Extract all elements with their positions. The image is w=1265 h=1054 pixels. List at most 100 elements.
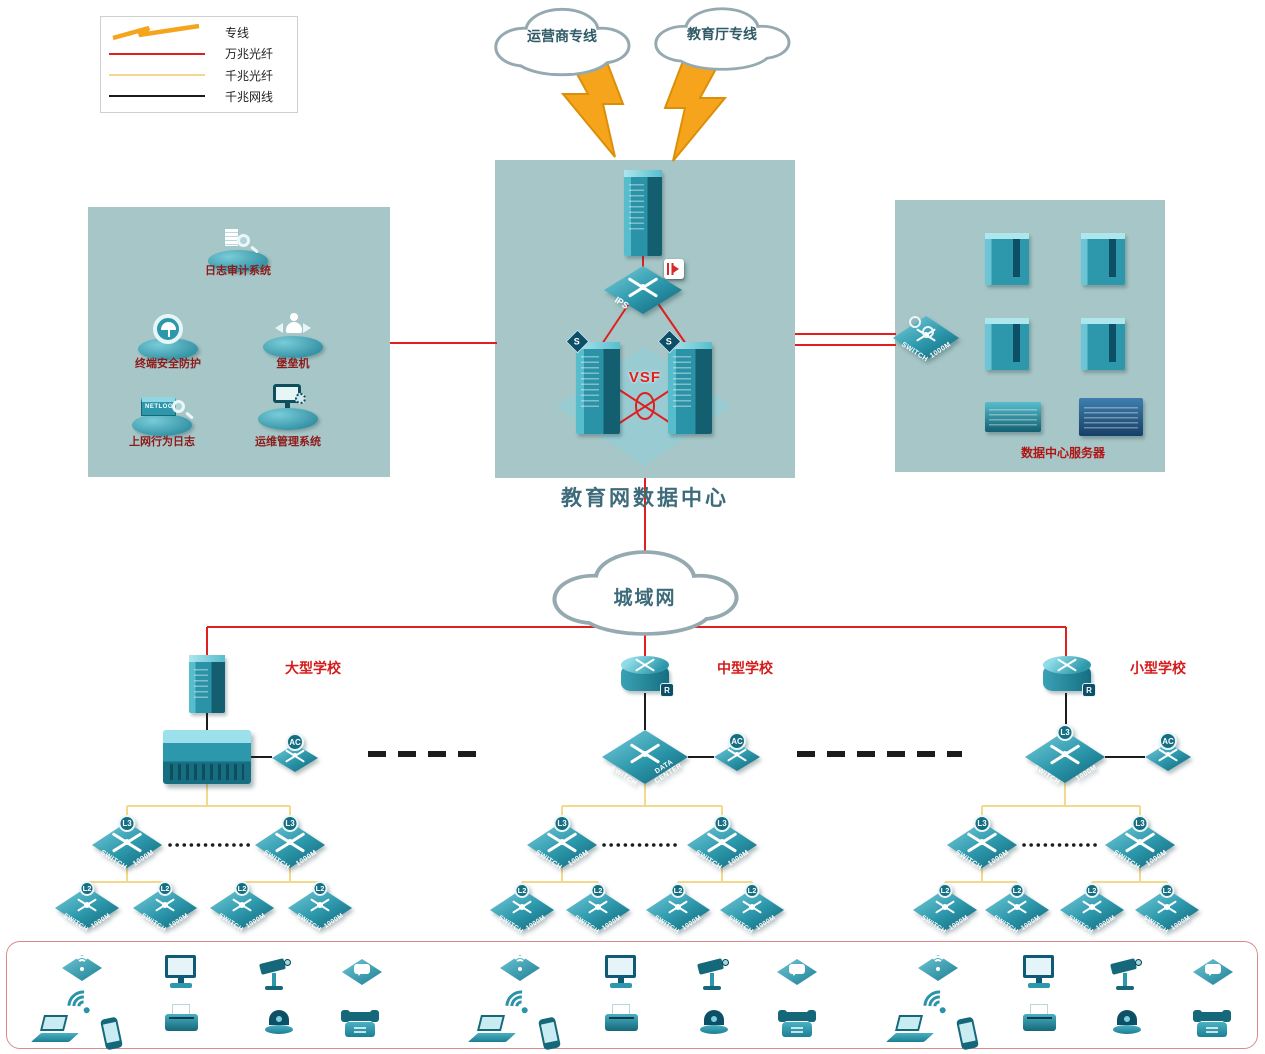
- l2-switch: L2 SWITCH 1000M: [55, 881, 119, 933]
- core-l3-switch: L3 SWITCH 1000M: [1025, 724, 1105, 786]
- legend: 专线 万兆光纤 千兆光纤 千兆网线: [100, 16, 298, 113]
- l2-switch: L2 SWITCH 1000M: [985, 883, 1049, 935]
- l2-switch: L2 SWITCH 1000M: [566, 883, 630, 935]
- switch-speed-label: 1000M: [947, 914, 970, 932]
- switch-speed-label: 1000M: [726, 849, 750, 868]
- l2-switch: L2 SWITCH 1000M: [913, 883, 977, 935]
- core-switch-data-center: SWITCH DATA CENTER: [602, 730, 688, 788]
- switch-label: SWITCH: [609, 765, 638, 788]
- datacenter-title: 教育网数据中心: [561, 486, 729, 510]
- printer-icon: [160, 1000, 204, 1044]
- telephone-icon: [338, 1005, 382, 1049]
- school-gateway-icon: [163, 730, 251, 784]
- router-badge: R: [660, 683, 674, 697]
- storage-array-icon: [985, 402, 1041, 432]
- legend-1g-copper-line-icon: [109, 95, 205, 98]
- laptop-icon: [886, 1010, 934, 1054]
- l2-switch: L2 SWITCH 1000M: [720, 883, 784, 935]
- switch-label: SWITCH: [217, 912, 245, 934]
- l3-badge: L3: [1056, 724, 1074, 741]
- l2-badge: L2: [590, 883, 606, 898]
- switch-label: SWITCH: [1067, 914, 1095, 936]
- legend-lightning-icon: [112, 23, 200, 40]
- switch-speed-label: 1000M: [600, 914, 623, 932]
- log-audit-label: 日志审计系统: [205, 265, 271, 277]
- l2-badge: L2: [234, 881, 250, 896]
- school-server-icon: [189, 655, 225, 713]
- bastion-host-label: 堡垒机: [276, 358, 310, 370]
- desktop-pc-icon: [1018, 953, 1062, 997]
- datacenter-server-icon: [1081, 233, 1125, 285]
- laptop-icon: [31, 1010, 79, 1054]
- datacenter-access-switch: SWITCH 1000M: [893, 316, 959, 363]
- ips-device: IPS: [604, 259, 684, 314]
- l3-switch: L3 SWITCH 1000M: [947, 815, 1017, 871]
- smartphone-icon: [946, 1013, 990, 1054]
- l2-badge: L2: [514, 883, 530, 898]
- server-zone-caption: 数据中心服务器: [1020, 446, 1105, 460]
- l2-badge: L2: [744, 883, 760, 898]
- switch-label: SWITCH: [573, 914, 601, 936]
- switch-speed-label: 1000M: [1019, 914, 1042, 932]
- medium-school-label: 中型学校: [717, 660, 773, 676]
- l2-badge: L2: [1159, 883, 1175, 898]
- router-badge: R: [1082, 683, 1096, 697]
- carrier-cloud: 运营商专线: [483, 2, 641, 82]
- datacenter-server-icon: [985, 318, 1029, 370]
- l3-badge: L3: [118, 815, 136, 832]
- switch-label: SWITCH: [694, 849, 723, 872]
- router-icon: R: [1043, 656, 1096, 697]
- telephone-icon: [775, 1005, 819, 1049]
- ptz-camera-icon: [693, 953, 737, 997]
- ptz-camera-icon: [255, 953, 299, 997]
- net-behavior-log-label: 上网行为日志: [129, 436, 195, 448]
- wireless-ap-icon: [498, 945, 542, 989]
- wireless-ap-icon: [916, 945, 960, 989]
- ops-management-icon: [256, 384, 320, 430]
- switch-label: SWITCH: [497, 914, 525, 936]
- core-switch-right-icon: S: [657, 329, 712, 434]
- switch-speed-label: 1000M: [294, 849, 318, 868]
- loop-ring-icon: [909, 316, 921, 328]
- l3-badge: L3: [713, 815, 731, 832]
- ips-module-icon: [664, 259, 684, 279]
- switch-speed-label: 1000M: [986, 849, 1010, 868]
- smartphone-icon: [90, 1013, 134, 1054]
- terminal-security-label: 终端安全防护: [135, 358, 201, 370]
- switch-speed-label: 1000M: [1169, 914, 1192, 932]
- legend-label-dedicated: 专线: [225, 26, 250, 41]
- l3-badge: L3: [553, 815, 571, 832]
- l2-badge: L2: [79, 881, 95, 896]
- ac-badge: AC: [286, 733, 304, 751]
- shield-label: S: [574, 336, 581, 347]
- l2-badge: L2: [670, 883, 686, 898]
- legend-row-1g-copper: 千兆网线: [109, 86, 289, 107]
- switch-label: SWITCH: [1142, 914, 1170, 936]
- switch-speed-label: 1000M: [1074, 764, 1098, 783]
- loop-ring-icon: [922, 326, 934, 338]
- wireless-ap-icon: [60, 945, 104, 989]
- legend-label-1g-fiber: 千兆光纤: [225, 68, 274, 83]
- l3-badge: L3: [1131, 815, 1149, 832]
- telephone-icon: [1190, 1005, 1234, 1049]
- intercom-icon: [1191, 950, 1235, 994]
- l2-badge: L2: [157, 881, 173, 896]
- man-cloud-label: 城域网: [613, 588, 677, 609]
- switch-label: SWITCH: [920, 914, 948, 936]
- switch-label: SWITCH: [295, 912, 323, 934]
- smartphone-icon: [528, 1013, 572, 1054]
- ips-label: IPS: [613, 294, 631, 311]
- education-cloud: 教育厅专线: [643, 2, 801, 76]
- l2-switch: L2 SWITCH 1000M: [210, 881, 274, 933]
- switch-speed-label: 1000M: [1094, 914, 1117, 932]
- switch-label: SWITCH: [140, 912, 168, 934]
- l3-badge: L3: [973, 815, 991, 832]
- l3-switch: L3 SWITCH 1000M: [527, 815, 597, 871]
- switch-speed-label: 1000M: [1144, 849, 1168, 868]
- l2-badge: L2: [937, 883, 953, 898]
- intercom-icon: [340, 950, 384, 994]
- gear-icon: [295, 393, 306, 404]
- switch-speed-label: 1000M: [167, 912, 190, 930]
- laptop-icon: [468, 1010, 516, 1054]
